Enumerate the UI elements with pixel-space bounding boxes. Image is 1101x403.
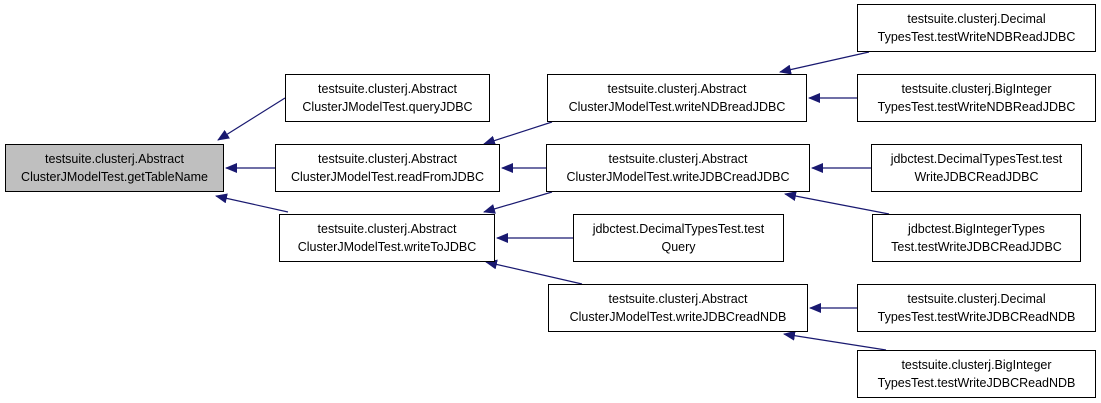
node-line-2: ClusterJModelTest.queryJDBC	[302, 100, 473, 114]
edge-biginteger-write-jdbc-read-ndb-to-write-jdbc-read-ndb	[783, 330, 887, 351]
node-line-2: ClusterJModelTest.writeJDBCreadNDB	[569, 310, 787, 324]
edge-write-to-jdbc-to-get-table-name	[215, 193, 289, 213]
node-line-2: WriteJDBCReadJDBC	[914, 170, 1039, 184]
node-biginteger-write-jdbc-read-ndb[interactable]: testsuite.clusterj.BigInteger TypesTest.…	[857, 350, 1096, 398]
node-write-jdbc-read-jdbc[interactable]: testsuite.clusterj.Abstract ClusterJMode…	[546, 144, 810, 192]
node-line-1: testsuite.clusterj.Abstract	[318, 82, 457, 96]
node-line-1: testsuite.clusterj.Abstract	[608, 292, 748, 306]
node-get-table-name: testsuite.clusterj.Abstract ClusterJMode…	[5, 144, 224, 192]
node-jdbc-biginteger-write-jdbc-read-jdbc[interactable]: jdbctest.BigIntegerTypes Test.testWriteJ…	[872, 214, 1081, 262]
node-line-2: Query	[661, 240, 696, 254]
edge-query-jdbc-to-get-table-name	[217, 97, 286, 141]
node-line-1: testsuite.clusterj.Abstract	[317, 222, 457, 236]
node-line-2: ClusterJModelTest.getTableName	[21, 170, 208, 184]
node-line-2: TypesTest.testWriteNDBReadJDBC	[877, 30, 1076, 44]
edge-jdbc-biginteger-to-write-jdbc-read-jdbc	[784, 191, 890, 215]
edge-decimal-write-ndb-read-jdbc-to-write-ndb-read-jdbc	[779, 51, 870, 75]
node-decimal-write-ndb-read-jdbc[interactable]: testsuite.clusterj.Decimal TypesTest.tes…	[857, 4, 1096, 52]
node-decimal-write-jdbc-read-ndb[interactable]: testsuite.clusterj.Decimal TypesTest.tes…	[857, 284, 1096, 332]
node-line-1: testsuite.clusterj.Abstract	[318, 152, 457, 166]
node-line-1: testsuite.clusterj.Abstract	[607, 82, 747, 96]
node-jdbc-decimal-write-jdbc-read-jdbc[interactable]: jdbctest.DecimalTypesTest.test WriteJDBC…	[871, 144, 1082, 192]
node-line-2: TypesTest.testWriteNDBReadJDBC	[877, 100, 1076, 114]
edge-write-jdbc-read-jdbc-to-write-to-jdbc	[483, 191, 553, 214]
node-decimal-test-query[interactable]: jdbctest.DecimalTypesTest.test Query	[573, 214, 784, 262]
node-line-1: jdbctest.BigIntegerTypes	[908, 222, 1045, 236]
node-line-1: testsuite.clusterj.Abstract	[45, 152, 184, 166]
node-query-jdbc[interactable]: testsuite.clusterj.Abstract ClusterJMode…	[285, 74, 490, 122]
node-line-1: testsuite.clusterj.BigInteger	[901, 358, 1052, 372]
node-read-from-jdbc[interactable]: testsuite.clusterj.Abstract ClusterJMode…	[275, 144, 500, 192]
edge-write-jdbc-read-ndb-to-write-to-jdbc	[485, 259, 583, 285]
node-line-1: jdbctest.DecimalTypesTest.test	[592, 222, 765, 236]
node-line-1: testsuite.clusterj.Abstract	[608, 152, 748, 166]
node-line-2: TypesTest.testWriteJDBCReadNDB	[877, 310, 1076, 324]
node-line-1: testsuite.clusterj.Decimal	[907, 12, 1046, 26]
node-write-to-jdbc[interactable]: testsuite.clusterj.Abstract ClusterJMode…	[279, 214, 495, 262]
node-write-ndb-read-jdbc[interactable]: testsuite.clusterj.Abstract ClusterJMode…	[547, 74, 807, 122]
edge-write-ndb-read-jdbc-to-read-from-jdbc	[483, 121, 553, 146]
node-line-1: jdbctest.DecimalTypesTest.test	[890, 152, 1063, 166]
node-line-2: TypesTest.testWriteJDBCReadNDB	[877, 376, 1076, 390]
node-line-2: Test.testWriteJDBCReadJDBC	[891, 240, 1062, 254]
node-line-1: testsuite.clusterj.Decimal	[907, 292, 1046, 306]
node-line-2: ClusterJModelTest.writeToJDBC	[297, 240, 477, 254]
node-line-2: ClusterJModelTest.writeNDBreadJDBC	[568, 100, 786, 114]
node-line-2: ClusterJModelTest.writeJDBCreadJDBC	[566, 170, 790, 184]
node-line-1: testsuite.clusterj.BigInteger	[901, 82, 1052, 96]
node-line-2: ClusterJModelTest.readFromJDBC	[290, 170, 485, 184]
node-write-jdbc-read-ndb[interactable]: testsuite.clusterj.Abstract ClusterJMode…	[548, 284, 808, 332]
node-biginteger-write-ndb-read-jdbc[interactable]: testsuite.clusterj.BigInteger TypesTest.…	[857, 74, 1096, 122]
